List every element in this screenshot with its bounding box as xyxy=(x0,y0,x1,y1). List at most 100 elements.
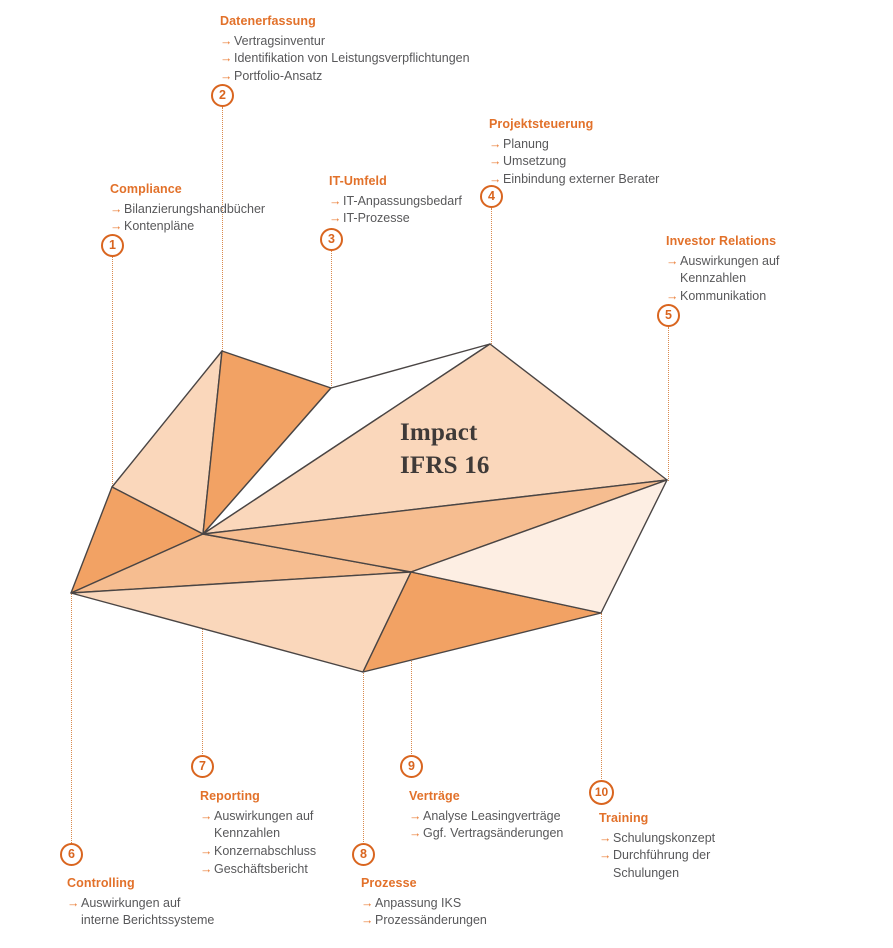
list-item-text: Anpassung IKS xyxy=(375,895,462,910)
center-label-line2: IFRS 16 xyxy=(400,451,490,479)
callout-item-list: →IT-Anpassungsbedarf →IT-Prozesse xyxy=(329,193,489,229)
arrow-icon: → xyxy=(220,51,233,66)
callout-title: Controlling xyxy=(67,876,135,890)
callout-title: Projektsteuerung xyxy=(489,117,594,131)
center-label-line1: Impact xyxy=(400,419,478,446)
leader-line-10 xyxy=(601,613,602,779)
list-item: →Auswirkungen auf Kennzahlen xyxy=(666,253,866,289)
callout-title: Reporting xyxy=(200,789,260,803)
arrow-icon: → xyxy=(361,913,374,928)
list-item: →Kontenpläne xyxy=(110,218,320,236)
callout-item-list: →Auswirkungen auf Kennzahlen →Konzernabs… xyxy=(200,808,400,879)
list-item-text: Kommunikation xyxy=(680,289,767,304)
list-item: →Auswirkungen auf interne Berichtssystem… xyxy=(67,895,287,931)
arrow-icon: → xyxy=(409,808,422,823)
list-item: →Einbindung externer Berater xyxy=(489,171,709,189)
callout-title: Investor Relations xyxy=(666,234,777,248)
arrow-icon: → xyxy=(599,830,612,845)
list-item-text: IT-Prozesse xyxy=(343,211,410,226)
arrow-icon: → xyxy=(489,136,502,151)
callout-item-list: →Auswirkungen auf interne Berichtssystem… xyxy=(67,895,287,931)
list-item-text: Vertragsinventur xyxy=(234,33,326,48)
callout-investor-relations: Investor Relations →Auswirkungen auf Ken… xyxy=(666,234,866,306)
list-item-text: IT-Anpassungsbedarf xyxy=(343,193,462,208)
arrow-icon: → xyxy=(110,201,123,216)
arrow-icon: → xyxy=(67,895,80,910)
callout-item-list: →Analyse Leasingverträge →Ggf. Vertragsä… xyxy=(409,808,619,844)
callout-item-list: →Planung →Umsetzung →Einbindung externer… xyxy=(489,136,709,189)
badge-1[interactable]: 1 xyxy=(101,234,124,257)
badge-10[interactable]: 10 xyxy=(589,780,614,805)
badge-9[interactable]: 9 xyxy=(400,755,423,778)
list-item-text: Geschäftsbericht xyxy=(214,861,308,876)
callout-title: Prozesse xyxy=(361,876,417,890)
leader-line-1 xyxy=(112,252,113,534)
badge-7[interactable]: 7 xyxy=(191,755,214,778)
list-item: →Durchführung der Schulungen xyxy=(599,847,799,883)
list-item: →Geschäftsbericht xyxy=(200,861,400,879)
list-item-text: Ggf. Vertragsänderungen xyxy=(423,826,564,841)
badge-8[interactable]: 8 xyxy=(352,843,375,866)
arrow-icon: → xyxy=(361,895,374,910)
leader-line-7 xyxy=(202,536,203,754)
list-item: →Kommunikation xyxy=(666,288,866,306)
callout-title: Training xyxy=(599,811,649,825)
leader-line-2 xyxy=(222,107,223,353)
arrow-icon: → xyxy=(220,69,233,84)
arrow-icon: → xyxy=(666,289,679,304)
list-item-text: Konzernabschluss xyxy=(214,844,317,859)
list-item: →IT-Anpassungsbedarf xyxy=(329,193,489,211)
badge-3[interactable]: 3 xyxy=(320,228,343,251)
badge-5[interactable]: 5 xyxy=(657,304,680,327)
facet-bottom-left-pale xyxy=(70,571,412,673)
arrow-icon: → xyxy=(110,219,123,234)
callout-title: Verträge xyxy=(409,789,460,803)
leader-line-3 xyxy=(331,251,332,390)
leader-line-5 xyxy=(668,327,669,481)
list-item-text: Portfolio-Ansatz xyxy=(234,69,323,84)
list-item-text: Prozessänderungen xyxy=(375,913,487,928)
arrow-icon: → xyxy=(599,848,612,863)
list-item-text: Analyse Leasingverträge xyxy=(423,808,561,823)
list-item: →Anpassung IKS xyxy=(361,895,561,913)
callout-item-list: →Anpassung IKS →Prozessänderungen xyxy=(361,895,561,931)
callout-reporting: Reporting →Auswirkungen auf Kennzahlen →… xyxy=(200,789,400,879)
list-item: →Ggf. Vertragsänderungen xyxy=(409,825,619,843)
arrow-icon: → xyxy=(329,211,342,226)
callout-prozesse: Prozesse →Anpassung IKS →Prozessänderung… xyxy=(361,876,561,930)
arrow-icon: → xyxy=(409,826,422,841)
facet-upper-left-dark xyxy=(202,350,332,535)
list-item: →Schulungskonzept xyxy=(599,830,799,848)
arrow-icon: → xyxy=(200,844,213,859)
callout-title: Compliance xyxy=(110,182,182,196)
callout-controlling: Controlling →Auswirkungen auf interne Be… xyxy=(67,876,287,930)
list-item: →IT-Prozesse xyxy=(329,210,489,228)
callout-compliance: Compliance →Bilanzierungshandbücher →Kon… xyxy=(110,182,320,236)
facet-upper-left-pale xyxy=(111,350,223,535)
list-item: →Portfolio-Ansatz xyxy=(220,68,520,86)
callout-item-list: →Schulungskonzept →Durchführung der Schu… xyxy=(599,830,799,883)
list-item: →Umsetzung xyxy=(489,153,709,171)
facet-right-pale xyxy=(410,479,668,614)
callout-it-umfeld: IT-Umfeld →IT-Anpassungsbedarf →IT-Proze… xyxy=(329,174,489,228)
list-item: →Auswirkungen auf Kennzahlen xyxy=(200,808,400,844)
list-item-text: Kontenpläne xyxy=(124,219,195,234)
callout-projektsteuerung: Projektsteuerung →Planung →Umsetzung →Ei… xyxy=(489,117,709,189)
badge-6[interactable]: 6 xyxy=(60,843,83,866)
badge-2[interactable]: 2 xyxy=(211,84,234,107)
list-item: →Prozessänderungen xyxy=(361,912,561,930)
badge-4[interactable]: 4 xyxy=(480,185,503,208)
list-item-text: Identifikation von Leistungsverpflichtun… xyxy=(234,51,470,66)
list-item-text: Umsetzung xyxy=(503,154,567,169)
arrow-icon: → xyxy=(329,193,342,208)
list-item-text: Schulungskonzept xyxy=(613,830,716,845)
arrow-icon: → xyxy=(220,33,233,48)
callout-vertraege: Verträge →Analyse Leasingverträge →Ggf. … xyxy=(409,789,619,843)
list-item: →Vertragsinventur xyxy=(220,33,520,51)
arrow-icon: → xyxy=(200,808,213,823)
list-item-text: Auswirkungen auf Kennzahlen xyxy=(680,253,780,286)
list-item: →Analyse Leasingverträge xyxy=(409,808,619,826)
list-item-text: Bilanzierungshandbücher xyxy=(124,201,266,216)
callout-datenerfassung: Datenerfassung →Vertragsinventur →Identi… xyxy=(220,14,520,86)
